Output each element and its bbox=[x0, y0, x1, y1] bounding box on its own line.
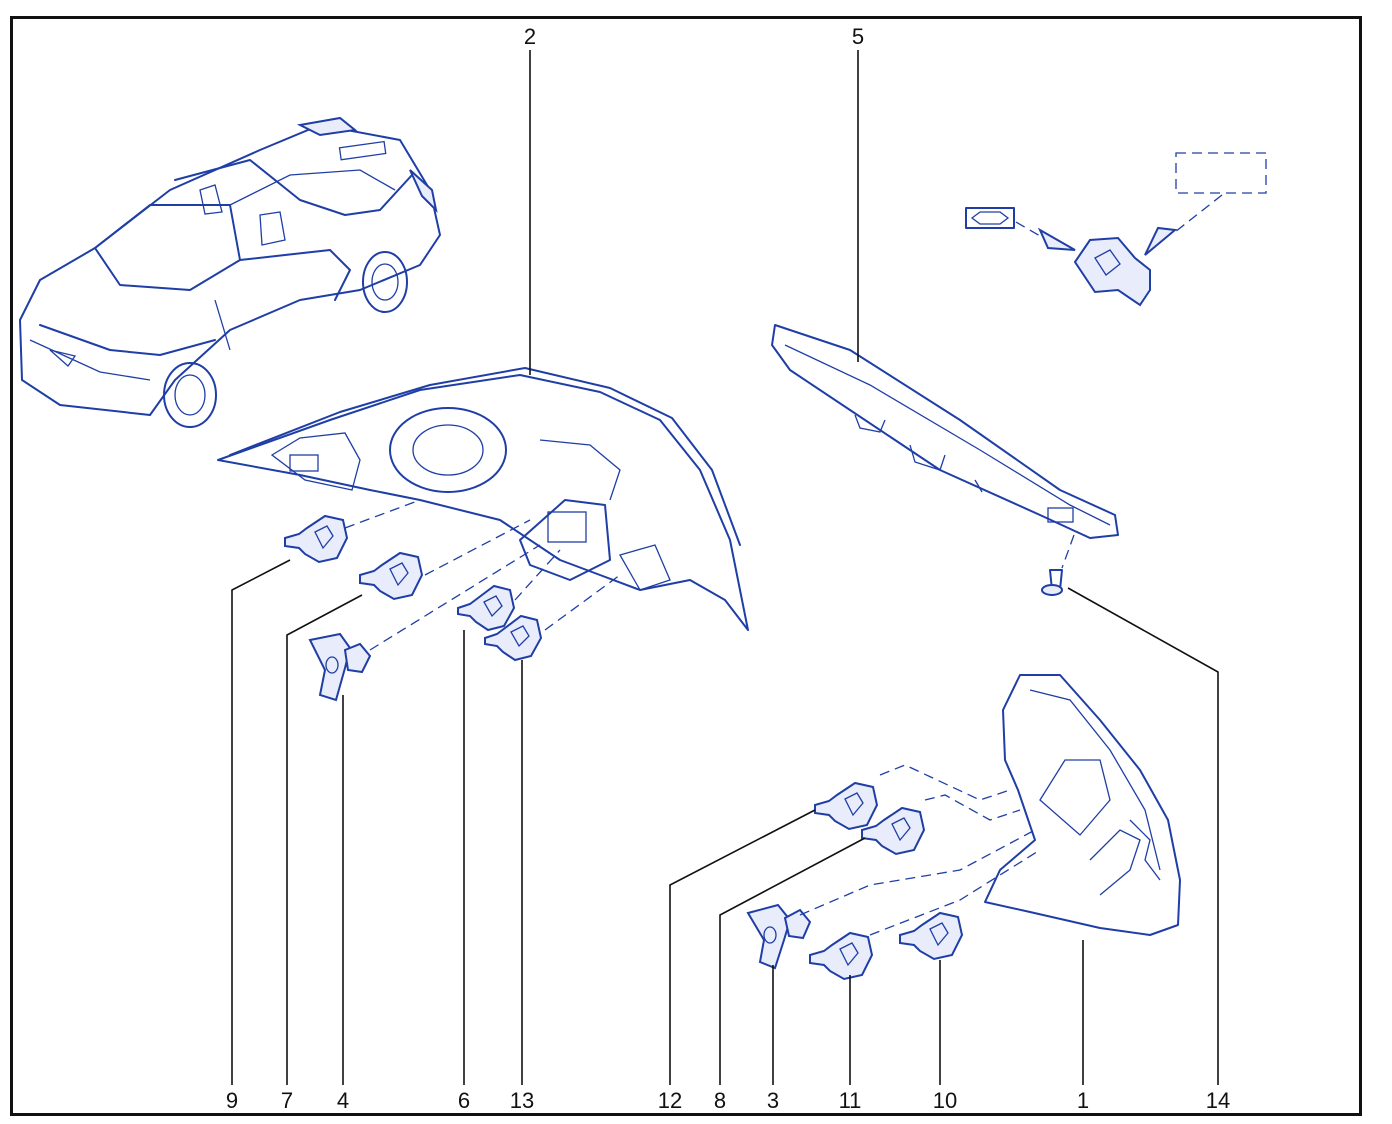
bulb-legend bbox=[965, 152, 1267, 307]
callout-11: 11 bbox=[839, 1088, 862, 1113]
callout-1: 1 bbox=[1077, 1088, 1089, 1113]
screw bbox=[1041, 534, 1075, 596]
callout-14: 14 bbox=[1206, 1088, 1230, 1113]
tail-lamp bbox=[984, 674, 1181, 936]
bulb-7 bbox=[359, 551, 424, 601]
bulb-12 bbox=[814, 781, 879, 831]
bulb-8 bbox=[861, 806, 926, 856]
assembly-lines bbox=[344, 499, 1041, 936]
callout-9: 9 bbox=[226, 1088, 238, 1113]
callout-13: 13 bbox=[510, 1088, 534, 1113]
leader-lines bbox=[231, 50, 1219, 1085]
bulb-holder-4 bbox=[308, 632, 372, 702]
rear-lamp-assembly bbox=[217, 367, 749, 631]
callout-5: 5 bbox=[852, 24, 864, 49]
callout-2: 2 bbox=[524, 24, 536, 49]
callout-12: 12 bbox=[658, 1088, 682, 1113]
car-illustration bbox=[19, 116, 441, 428]
callout-6: 6 bbox=[458, 1088, 470, 1113]
callout-4: 4 bbox=[337, 1088, 349, 1113]
diagram-frame bbox=[10, 16, 1362, 1116]
callout-8: 8 bbox=[714, 1088, 726, 1113]
bulb-6 bbox=[457, 584, 516, 632]
callout-10: 10 bbox=[933, 1088, 957, 1113]
high-mount-stop-lamp bbox=[771, 324, 1119, 539]
callout-7: 7 bbox=[281, 1088, 293, 1113]
bulb-13 bbox=[484, 614, 543, 662]
bulb-holder-3 bbox=[746, 903, 812, 970]
bulb-11 bbox=[809, 931, 874, 981]
bulb-9 bbox=[284, 514, 349, 564]
bulb-10 bbox=[899, 911, 964, 961]
callout-3: 3 bbox=[767, 1088, 779, 1113]
callout-labels: 2 5 9 7 4 6 13 12 8 3 11 10 1 14 bbox=[226, 24, 1230, 1113]
